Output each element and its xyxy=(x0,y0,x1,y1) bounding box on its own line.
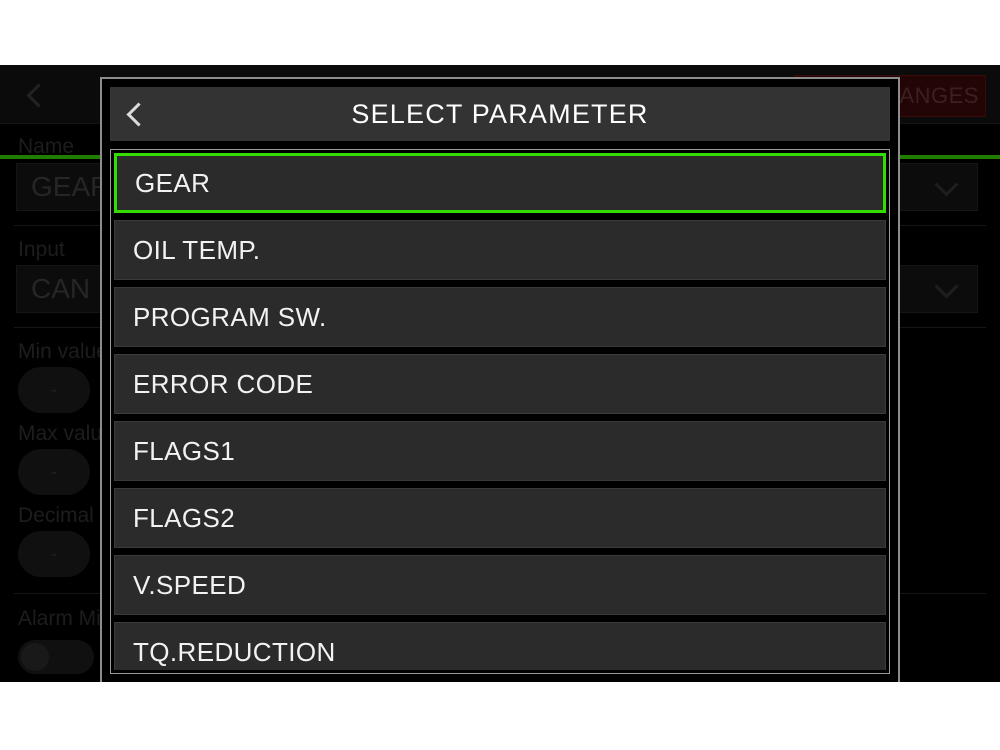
list-item[interactable]: PROGRAM SW. xyxy=(114,287,886,347)
list-item[interactable]: OIL TEMP. xyxy=(114,220,886,280)
dialog-title: SELECT PARAMETER xyxy=(351,98,649,129)
list-item[interactable]: ERROR CODE xyxy=(114,354,886,414)
background-label-name: Name xyxy=(18,135,75,158)
list-item-label: OIL TEMP. xyxy=(133,234,261,265)
list-item[interactable]: GEAR xyxy=(114,153,886,213)
dialog-inner: SELECT PARAMETER GEAR OIL TEMP. PROGRAM … xyxy=(110,87,890,674)
parameter-list-scroll[interactable]: GEAR OIL TEMP. PROGRAM SW. ERROR CODE xyxy=(114,153,886,670)
page-margin-bottom xyxy=(0,682,1000,750)
background-decimal-places-stepper[interactable]: - xyxy=(18,531,90,577)
background-label-input: Input xyxy=(18,238,65,261)
list-item[interactable]: TQ.REDUCTION xyxy=(114,622,886,670)
select-parameter-dialog: SELECT PARAMETER GEAR OIL TEMP. PROGRAM … xyxy=(100,77,900,682)
list-item[interactable]: FLAGS1 xyxy=(114,421,886,481)
list-item[interactable]: V.SPEED xyxy=(114,555,886,615)
background-field-name-value: GEAR xyxy=(31,171,111,202)
background-max-value-stepper[interactable]: - xyxy=(18,449,90,495)
app-viewport: INPUT SOURCE SAVE CHANGES CAN Preset Nam… xyxy=(0,65,1000,682)
list-item-label: GEAR xyxy=(135,167,211,198)
list-item-label: TQ.REDUCTION xyxy=(133,636,336,667)
background-alarm-min-toggle[interactable] xyxy=(18,640,94,674)
list-item-label: FLAGS2 xyxy=(133,502,236,533)
list-item-label: V.SPEED xyxy=(133,569,247,600)
background-label-max-value: Max value xyxy=(18,422,114,445)
list-item-label: ERROR CODE xyxy=(133,368,314,399)
list-item-label: PROGRAM SW. xyxy=(133,301,327,332)
background-min-value-stepper[interactable]: - xyxy=(18,367,90,413)
list-item[interactable]: FLAGS2 xyxy=(114,488,886,548)
background-label-alarm-min: Alarm Min xyxy=(18,607,113,630)
background-field-input-value: CAN xyxy=(31,273,91,304)
parameter-list-frame: GEAR OIL TEMP. PROGRAM SW. ERROR CODE xyxy=(110,149,890,674)
page-margin-top xyxy=(0,0,1000,65)
chevron-down-icon xyxy=(934,274,959,300)
dialog-header: SELECT PARAMETER xyxy=(110,87,890,141)
list-item-label: FLAGS1 xyxy=(133,435,236,466)
chevron-down-icon xyxy=(934,172,959,198)
background-label-min-value: Min value xyxy=(18,340,108,363)
